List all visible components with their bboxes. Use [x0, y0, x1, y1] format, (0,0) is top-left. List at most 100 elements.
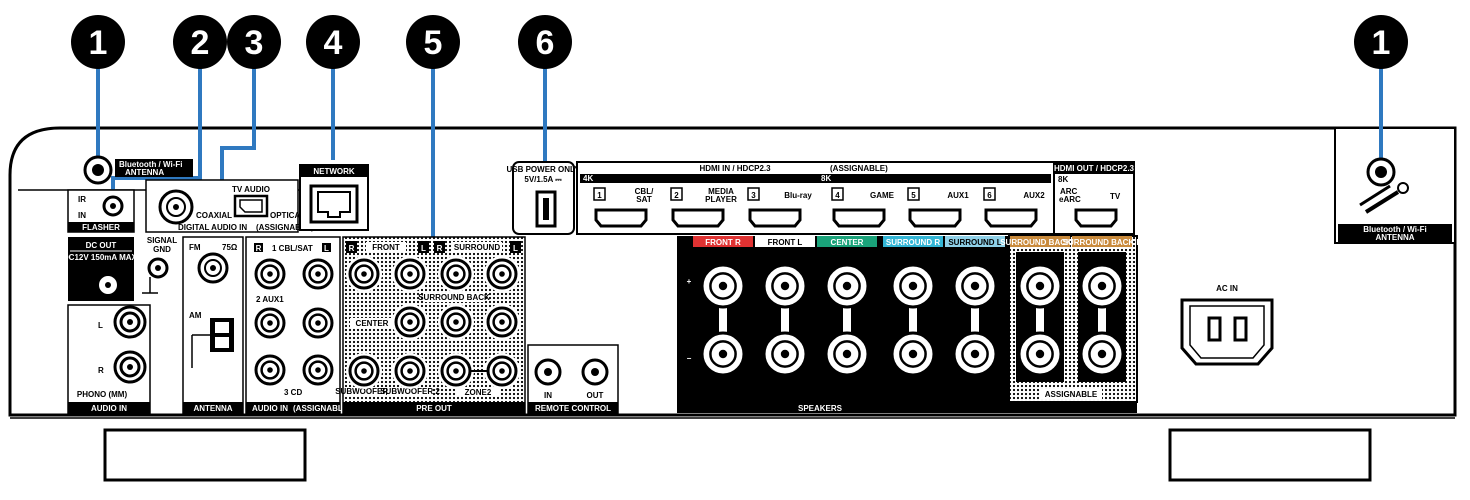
hdmi-port-label: AUX1: [947, 191, 969, 200]
hdmi-group-4k: 4K: [583, 174, 593, 183]
pre-out-surround-back: SURROUND BACK: [418, 293, 490, 302]
dc-out-title: DC OUT: [86, 241, 117, 250]
pre-out-r: R: [349, 244, 355, 253]
pre-out-block: R FRONT L R SURROUND L SURROUND BACK CEN…: [335, 236, 526, 414]
callout-5: 5: [424, 24, 443, 62]
bt-antenna-connector-right: Bluetooth / Wi-Fi ANTENNA: [1338, 157, 1452, 242]
phono-title: AUDIO IN: [91, 404, 127, 413]
callout-2: 2: [191, 24, 210, 62]
hdmi-port-label: AUX2: [1023, 191, 1045, 200]
pre-out-l-surround: L: [513, 244, 518, 253]
audio-in-1-r-jack: [254, 258, 286, 290]
callout-6: 6: [536, 24, 555, 62]
remote-title: REMOTE CONTROL: [535, 404, 611, 413]
fm-label: FM: [189, 243, 201, 252]
speaker-terminal-minus: [762, 331, 808, 377]
speaker-channel-6: SURROUND BACK R: [1000, 236, 1080, 382]
hdmi-port-label: Blu-ray: [784, 191, 812, 200]
speakers-minus: −: [687, 354, 692, 363]
audio-in-2-l-jack: [302, 307, 334, 339]
speaker-terminal-plus: [762, 263, 808, 309]
hdmi-group-8k: 8K: [821, 174, 831, 183]
audio-in-1: 1 CBL/SAT: [272, 244, 313, 253]
usb-port: USB POWER ONLY 5V/1.5A ⎓: [506, 161, 580, 235]
pre-out-zone2-l-jack: [486, 355, 518, 387]
fm-ohm: 75Ω: [222, 243, 238, 252]
pre-out-surround-back-r-jack: [440, 306, 472, 338]
digital-audio-in-block: COAXIAL TV AUDIO OPTICAL DIGITAL AUDIO I…: [145, 179, 314, 233]
speaker-terminal-minus: [890, 331, 936, 377]
digital-audio-in-title: DIGITAL AUDIO IN: [178, 223, 247, 232]
hdmi-out-title: HDMI OUT / HDCP2.3: [1054, 164, 1135, 173]
callout-markers: 1 2 3 4 5 6 1: [71, 15, 1408, 69]
audio-in-3-l-jack: [302, 354, 334, 386]
pre-out-zone2: ZONE2: [465, 388, 492, 397]
pre-out-front-r-jack: [348, 258, 380, 290]
pre-out-l-front: L: [421, 244, 426, 253]
speaker-channel-label: FRONT R: [705, 238, 741, 247]
hdmi-in-title: HDMI IN / HDCP2.3: [699, 164, 771, 173]
network-port: NETWORK: [299, 164, 369, 231]
hdmi-port-number: 1: [597, 191, 602, 200]
pre-out-center: CENTER: [356, 319, 389, 328]
signal-gnd-label: SIGNAL: [147, 236, 177, 245]
pre-out-zone2-r-jack: [440, 355, 472, 387]
flasher-in-label: IN: [78, 211, 86, 220]
pre-out-sub1: SUBWOOFER 1: [335, 387, 395, 396]
pre-out-front-l-jack: [394, 258, 426, 290]
hdmi-in-port-5: 5 AUX1: [907, 187, 969, 228]
hdmi-out-arc: ARC: [1060, 187, 1078, 196]
speaker-terminal-minus: [824, 331, 870, 377]
svg-text:eARC: eARC: [1059, 195, 1081, 204]
antenna-block: FM 75Ω AM ANTENNA: [182, 236, 244, 414]
hdmi-port-number: 5: [911, 191, 916, 200]
hdmi-port-label: PLAYER: [705, 195, 737, 204]
phono-r: R: [98, 366, 104, 375]
pre-out-center-jack: [394, 306, 426, 338]
speaker-terminal-plus: [1017, 263, 1063, 309]
speaker-terminal-plus: [952, 263, 998, 309]
speaker-terminal-plus: [824, 263, 870, 309]
hdmi-out-block: HDMI OUT / HDCP2.3 8K ARC eARC TV: [1053, 161, 1135, 235]
speaker-channel-3: CENTER: [817, 236, 877, 377]
callout-lines: [96, 68, 1383, 240]
speaker-channel-label: SURROUND R: [886, 238, 940, 247]
coaxial-label: COAXIAL: [196, 211, 232, 220]
audio-in-1-l-jack: [302, 258, 334, 290]
audio-in-title: AUDIO IN: [252, 404, 288, 413]
hdmi-port-label: SAT: [636, 195, 652, 204]
speaker-channel-label: SURROUND BACK R: [1000, 238, 1080, 247]
phono-l: L: [98, 321, 103, 330]
hdmi-socket: [748, 208, 802, 228]
ac-in: AC IN: [1180, 284, 1274, 366]
hdmi-in-assignable: (ASSIGNABLE): [830, 164, 888, 173]
optical-label: OPTICAL: [270, 211, 305, 220]
audio-in-assignable: (ASSIGNABLE): [293, 404, 351, 413]
pre-out-surround-l-jack: [486, 258, 518, 290]
usb-label-2: 5V/1.5A ⎓: [524, 175, 562, 184]
pre-out-surround-back-l-jack: [486, 306, 518, 338]
hdmi-socket: [832, 208, 886, 228]
audio-in-l: L: [324, 244, 329, 253]
pre-out-surround: SURROUND: [454, 243, 500, 252]
hdmi-out-group: 8K: [1058, 175, 1068, 184]
audio-in-block: R L 1 CBL/SAT 2 AUX1 3 CD AUDIO IN (ASSI…: [245, 236, 351, 414]
bt-antenna-connector-left: Bluetooth / Wi-Fi ANTENNA: [83, 155, 193, 185]
pre-out-subwoofer-2-jack: [394, 355, 426, 387]
audio-in-2-r-jack: [254, 307, 286, 339]
pre-out-surround-r-jack: [440, 258, 472, 290]
pre-out-subwoofer-1-jack: [348, 355, 380, 387]
hdmi-port-number: 4: [835, 191, 840, 200]
callout-4: 4: [324, 24, 343, 62]
svg-text:ANTENNA: ANTENNA: [1375, 233, 1414, 242]
pre-out-r-surround: R: [437, 244, 443, 253]
callout-1-right: 1: [1372, 24, 1391, 62]
speaker-terminal-plus: [890, 263, 936, 309]
speaker-channel-1: FRONT R: [693, 236, 753, 377]
phono-block: L R PHONO (MM) AUDIO IN: [67, 304, 151, 414]
